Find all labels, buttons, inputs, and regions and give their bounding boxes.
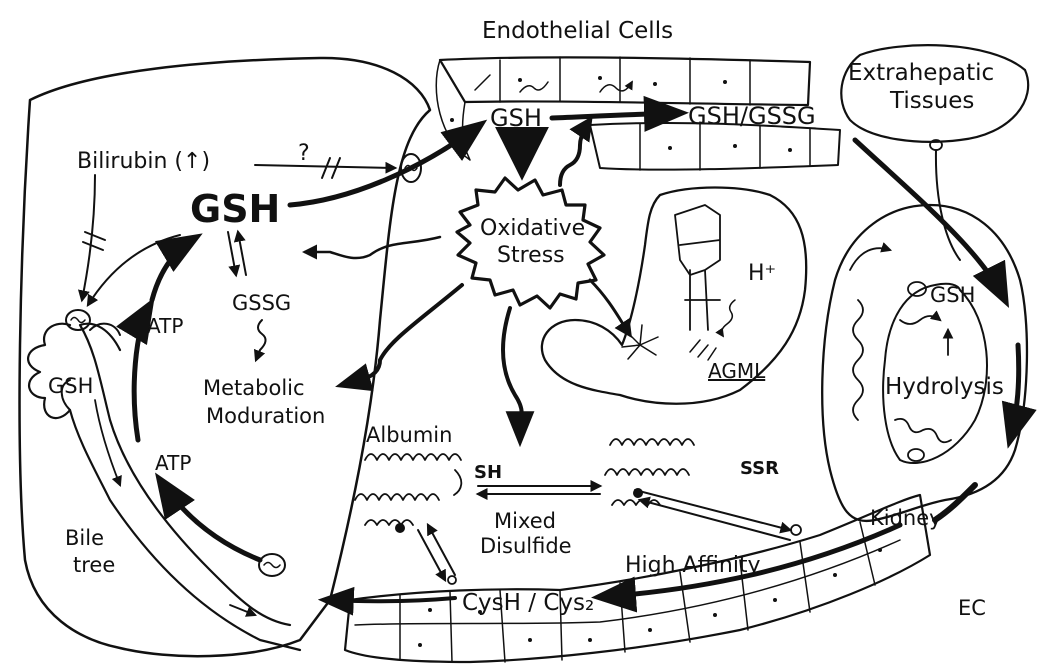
label-kidney: Kidney [870,506,942,530]
label-gsh-kidney: GSH [930,283,975,307]
label-gsh-endothelial: GSH [490,104,542,132]
label-hydrolysis: Hydrolysis [885,374,1004,400]
label-disulfide: Disulfide [480,534,572,558]
label-atp-lower: ATP [155,451,191,475]
label-oxidative: Oxidative [480,216,585,241]
label-bilirubin: Bilirubin (↑) [77,149,210,174]
label-question: ? [298,141,310,166]
label-extrahepatic-tissues-2: Tissues [889,88,974,114]
label-bile: Bile [65,526,104,550]
label-agml: AGML [708,359,766,383]
label-stress: Stress [497,243,565,268]
label-extrahepatic-tissues-1: Extrahepatic [848,60,994,86]
label-albumin: Albumin [366,423,452,447]
label-metabolic: Metabolic [203,376,305,400]
label-high-affinity: High Affinity [625,553,761,578]
label-gssg: GSSG [232,291,291,315]
transporter-cysteine [259,554,285,576]
endothelial-cells-bottom [345,495,930,662]
label-endothelial-cells: Endothelial Cells [482,18,673,44]
label-cysh-cys2: CysH / Cys₂ [462,590,594,616]
transporter-bile [66,310,90,330]
label-moduration: Moduration [206,404,325,428]
label-sh: SH [474,462,502,483]
label-atp-upper: ATP [147,314,183,338]
label-mixed: Mixed [494,509,556,533]
albumin-left [355,454,461,533]
label-gsh-gssg: GSH/GSSG [688,102,816,130]
label-h-plus: H⁺ [748,261,776,286]
label-ssr: SSR [740,458,779,479]
kidney-outline [822,205,1027,521]
label-tree: tree [73,553,115,577]
label-gsh-bile: GSH [48,374,93,398]
label-ec: EC [958,596,986,620]
label-gsh-liver: GSH [190,187,280,231]
